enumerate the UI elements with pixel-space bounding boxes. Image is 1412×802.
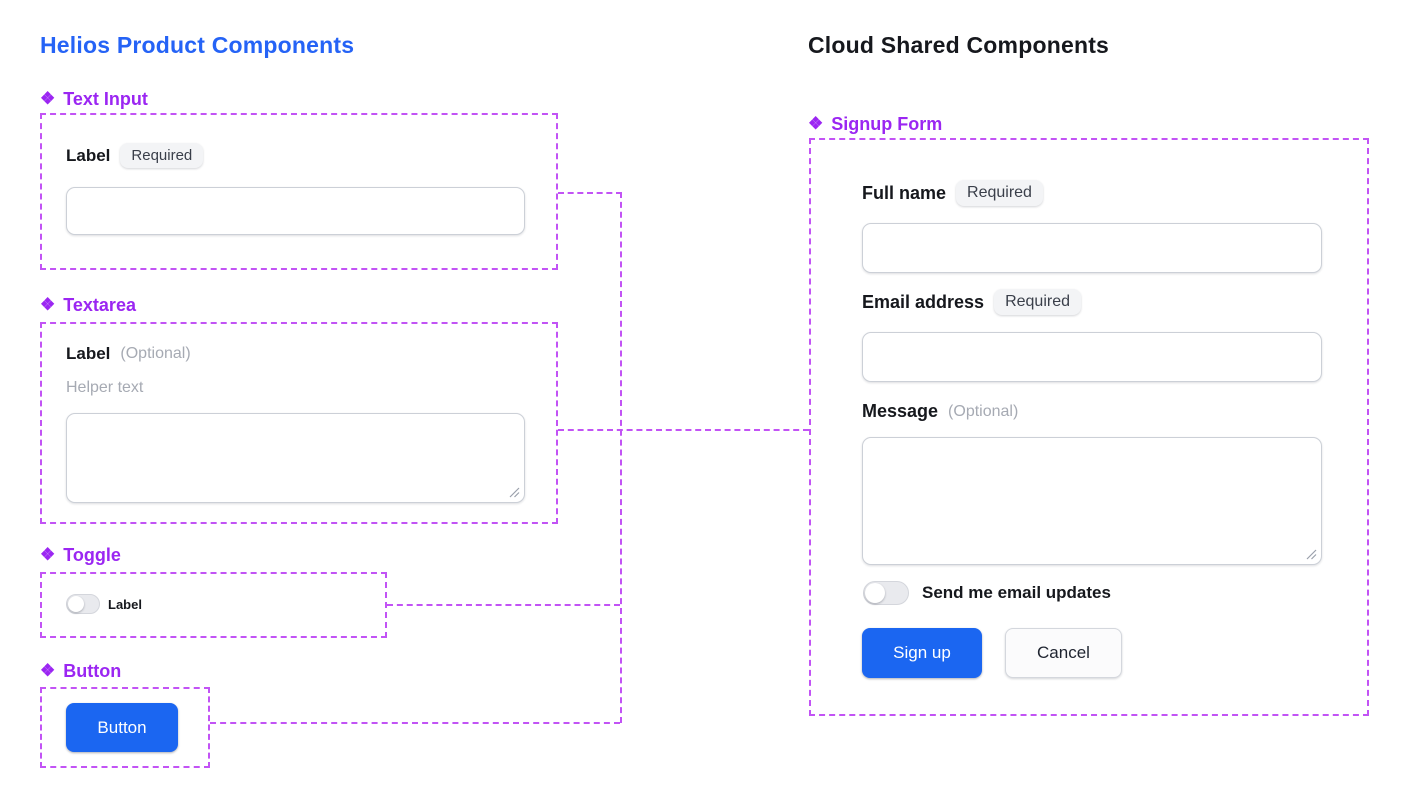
component-marker-icon: ❖: [40, 661, 56, 680]
component-marker-icon: ❖: [40, 89, 56, 108]
required-badge: Required: [994, 289, 1081, 315]
connector-button: [210, 722, 620, 724]
section-label: Toggle: [63, 545, 121, 565]
message-field[interactable]: [862, 437, 1322, 565]
signup-form-box: [809, 138, 1369, 716]
connector-trunk: [620, 192, 622, 723]
required-badge: Required: [956, 180, 1043, 206]
toggle-knob: [68, 596, 84, 612]
textarea-component-box: [40, 322, 558, 524]
section-header-signup-form: ❖ Signup Form: [808, 113, 942, 135]
message-field-wrap: [862, 437, 1322, 565]
text-input-field[interactable]: [66, 187, 525, 235]
full-name-field[interactable]: [862, 223, 1322, 273]
textarea-field[interactable]: [66, 413, 525, 503]
cancel-button[interactable]: Cancel: [1005, 628, 1122, 678]
textarea-label-row: Label (Optional): [66, 344, 191, 364]
right-panel-title: Cloud Shared Components: [808, 32, 1110, 58]
toggle-label: Label: [108, 597, 142, 612]
email-updates-label: Send me email updates: [922, 583, 1111, 602]
section-header-toggle: ❖ Toggle: [40, 544, 121, 566]
message-label-row: Message (Optional): [862, 401, 1018, 422]
email-label: Email address: [862, 291, 985, 312]
sample-button[interactable]: Button: [66, 703, 178, 752]
textarea-helper-text: Helper text: [66, 379, 144, 396]
full-name-label-row: Full name Required: [862, 180, 1043, 206]
email-label-row: Email address Required: [862, 289, 1081, 315]
left-panel-title: Helios Product Components: [40, 32, 355, 58]
component-marker-icon: ❖: [40, 545, 56, 564]
textarea-label: Label: [66, 344, 111, 363]
section-header-button: ❖ Button: [40, 660, 121, 682]
component-marker-icon: ❖: [808, 114, 824, 133]
connector-toggle: [387, 604, 620, 606]
toggle-switch[interactable]: [66, 594, 100, 614]
connector-text-input: [558, 192, 622, 194]
text-input-label-row: Label Required: [66, 143, 204, 168]
section-label: Signup Form: [831, 114, 943, 134]
toggle-knob: [865, 583, 885, 603]
sign-up-button[interactable]: Sign up: [862, 628, 982, 678]
email-field[interactable]: [862, 332, 1322, 382]
connector-textarea-to-form: [558, 429, 809, 431]
section-label: Textarea: [63, 295, 136, 315]
section-label: Text Input: [63, 89, 148, 109]
component-marker-icon: ❖: [40, 295, 56, 314]
section-header-textarea: ❖ Textarea: [40, 294, 136, 316]
section-header-text-input: ❖ Text Input: [40, 88, 148, 110]
text-input-label: Label: [66, 145, 111, 165]
message-label: Message: [862, 401, 939, 421]
toggle-component-box: [40, 572, 387, 638]
button-component-box: [40, 687, 210, 768]
full-name-label: Full name: [862, 182, 947, 203]
required-badge: Required: [120, 143, 204, 168]
optional-hint: (Optional): [120, 345, 191, 362]
textarea-field-wrap: [66, 413, 525, 503]
optional-hint: (Optional): [948, 402, 1019, 420]
section-label: Button: [63, 661, 122, 681]
text-input-component-box: [40, 113, 558, 270]
email-updates-toggle[interactable]: [863, 581, 909, 605]
